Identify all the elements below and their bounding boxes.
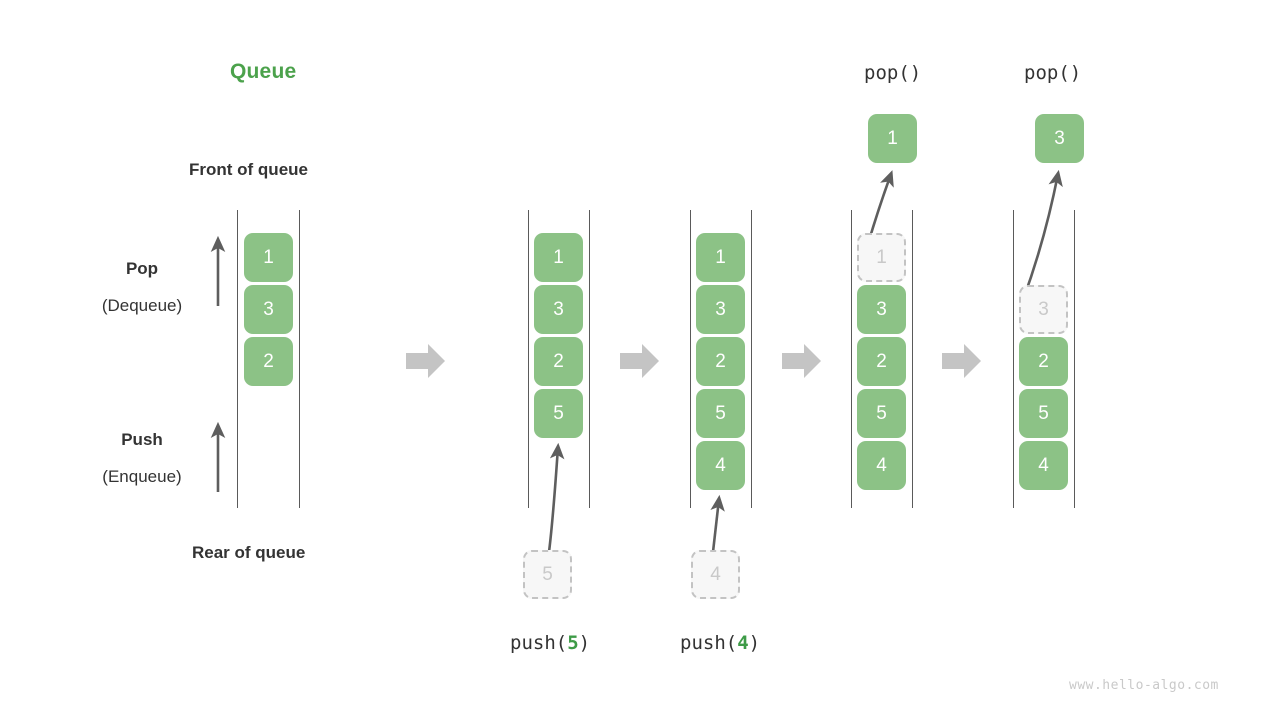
queue-node: 3: [244, 285, 293, 334]
push-4-caption-arg: 4: [737, 632, 749, 654]
queue-node: 2: [244, 337, 293, 386]
push-5-caption-arg: 5: [567, 632, 579, 654]
queue-node: 5: [857, 389, 906, 438]
step-arrow-icon: [406, 344, 445, 378]
queue-node: 5: [696, 389, 745, 438]
push-4-caption: push(4): [680, 632, 760, 654]
queue-node: 2: [534, 337, 583, 386]
pop-3-arrow: [1021, 169, 1063, 301]
enqueue-label: (Enqueue): [102, 467, 182, 486]
queue-node: 1: [534, 233, 583, 282]
queue-node-ghost: 1: [857, 233, 906, 282]
incoming-node-ghost: 4: [691, 550, 740, 599]
queue-rail-right-4: [912, 210, 913, 508]
watermark: www.hello-algo.com: [1069, 678, 1219, 693]
push-5-caption-suffix: ): [578, 632, 591, 654]
queue-rail-left-4: [851, 210, 852, 508]
push-label: Push: [121, 430, 163, 449]
queue-rail-left-1: [237, 210, 238, 508]
incoming-node-ghost: 5: [523, 550, 572, 599]
step-arrow-icon: [620, 344, 659, 378]
queue-rail-left-2: [528, 210, 529, 508]
queue-node: 3: [857, 285, 906, 334]
push-4-caption-suffix: ): [748, 632, 761, 654]
queue-node: 4: [1019, 441, 1068, 490]
queue-node: 2: [696, 337, 745, 386]
queue-rail-right-1: [299, 210, 300, 508]
front-of-queue-label: Front of queue: [189, 160, 308, 179]
popped-node-output: 3: [1035, 114, 1084, 163]
queue-node: 2: [857, 337, 906, 386]
popped-node-output: 1: [868, 114, 917, 163]
push-5-caption-prefix: push(: [510, 632, 568, 654]
queue-rail-left-5: [1013, 210, 1014, 508]
queue-node: 3: [534, 285, 583, 334]
push-4-arrow: [710, 494, 725, 553]
queue-rail-right-3: [751, 210, 752, 508]
queue-node: 2: [1019, 337, 1068, 386]
pop-caption-1: pop(): [864, 62, 922, 84]
queue-node: 5: [1019, 389, 1068, 438]
queue-node: 1: [696, 233, 745, 282]
step-arrow-icon: [942, 344, 981, 378]
pop-label: Pop: [125, 259, 159, 278]
push-4-caption-prefix: push(: [680, 632, 738, 654]
queue-node: 4: [857, 441, 906, 490]
pop-caption-2: pop(): [1024, 62, 1082, 84]
push-5-arrow: [547, 442, 565, 553]
queue-rail-right-5: [1074, 210, 1075, 508]
page-title: Queue: [230, 60, 297, 83]
queue-rail-left-3: [690, 210, 691, 508]
rear-of-queue-label: Rear of queue: [192, 543, 306, 562]
queue-node: 1: [244, 233, 293, 282]
queue-node: 4: [696, 441, 745, 490]
step-arrow-icon: [782, 344, 821, 378]
queue-node-ghost: 3: [1019, 285, 1068, 334]
push-5-caption: push(5): [510, 632, 590, 654]
queue-node: 5: [534, 389, 583, 438]
queue-rail-right-2: [589, 210, 590, 508]
queue-node: 3: [696, 285, 745, 334]
dequeue-label: (Dequeue): [101, 296, 183, 315]
